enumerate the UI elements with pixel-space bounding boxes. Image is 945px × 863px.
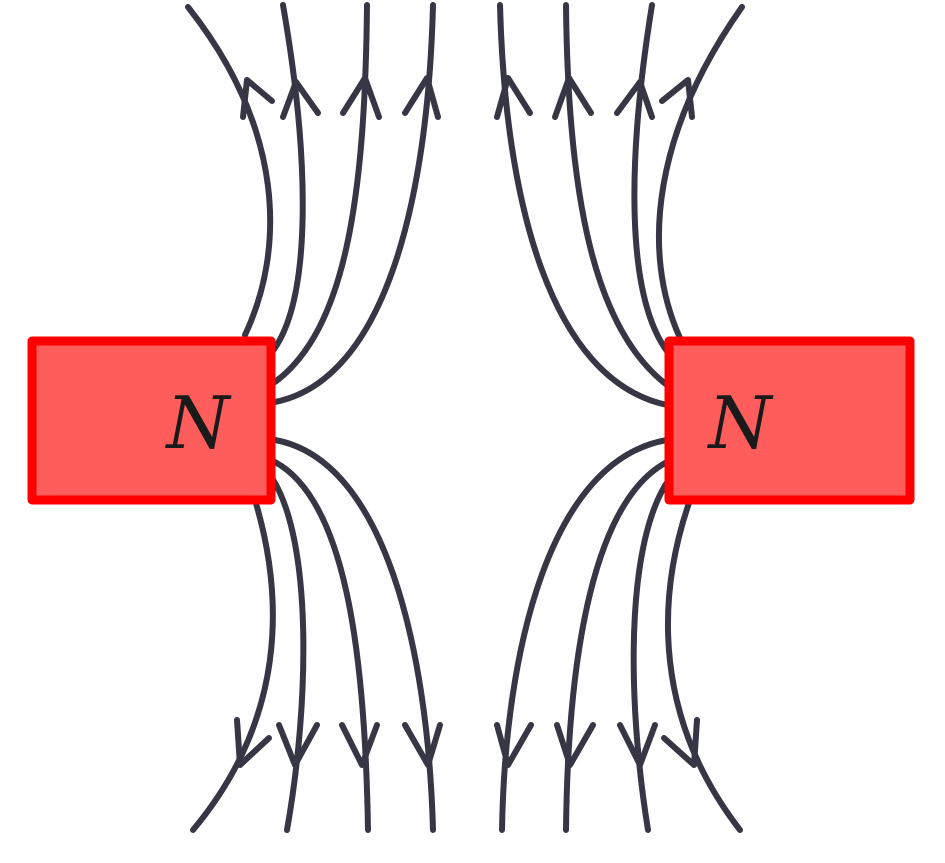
arrow-up-icon — [552, 75, 594, 120]
arrowheads-top — [240, 75, 695, 120]
arrow-up-icon — [659, 77, 695, 120]
arrow-up-icon — [280, 79, 321, 120]
arrow-down-icon — [617, 722, 658, 768]
arrow-down-icon — [276, 722, 320, 768]
right-magnet: N — [664, 336, 915, 505]
arrow-down-icon — [339, 722, 380, 768]
field-line — [655, 4, 745, 341]
field-line — [631, 2, 673, 358]
field-line — [269, 2, 306, 355]
left-magnet-pole-label: N — [165, 381, 233, 465]
field-line — [665, 497, 743, 833]
field-line — [185, 4, 274, 338]
arrow-down-icon — [402, 722, 443, 768]
left-magnet: N — [27, 336, 276, 505]
arrow-down-icon — [494, 722, 534, 768]
arrow-up-icon — [494, 75, 533, 120]
arrow-up-icon — [240, 77, 275, 120]
arrow-down-icon — [554, 722, 596, 768]
field-line — [190, 497, 276, 833]
left-magnet-body — [27, 336, 276, 505]
arrowheads-bottom — [234, 717, 700, 768]
arrow-up-icon — [614, 79, 655, 120]
right-magnet-pole-label: N — [707, 381, 775, 465]
right-magnet-body — [664, 336, 915, 505]
field-line — [269, 475, 307, 833]
arrow-down-icon — [661, 717, 700, 768]
arrow-up-icon — [340, 75, 382, 120]
field-line — [630, 475, 673, 833]
arrow-up-icon — [402, 75, 441, 120]
arrow-down-icon — [234, 717, 272, 768]
